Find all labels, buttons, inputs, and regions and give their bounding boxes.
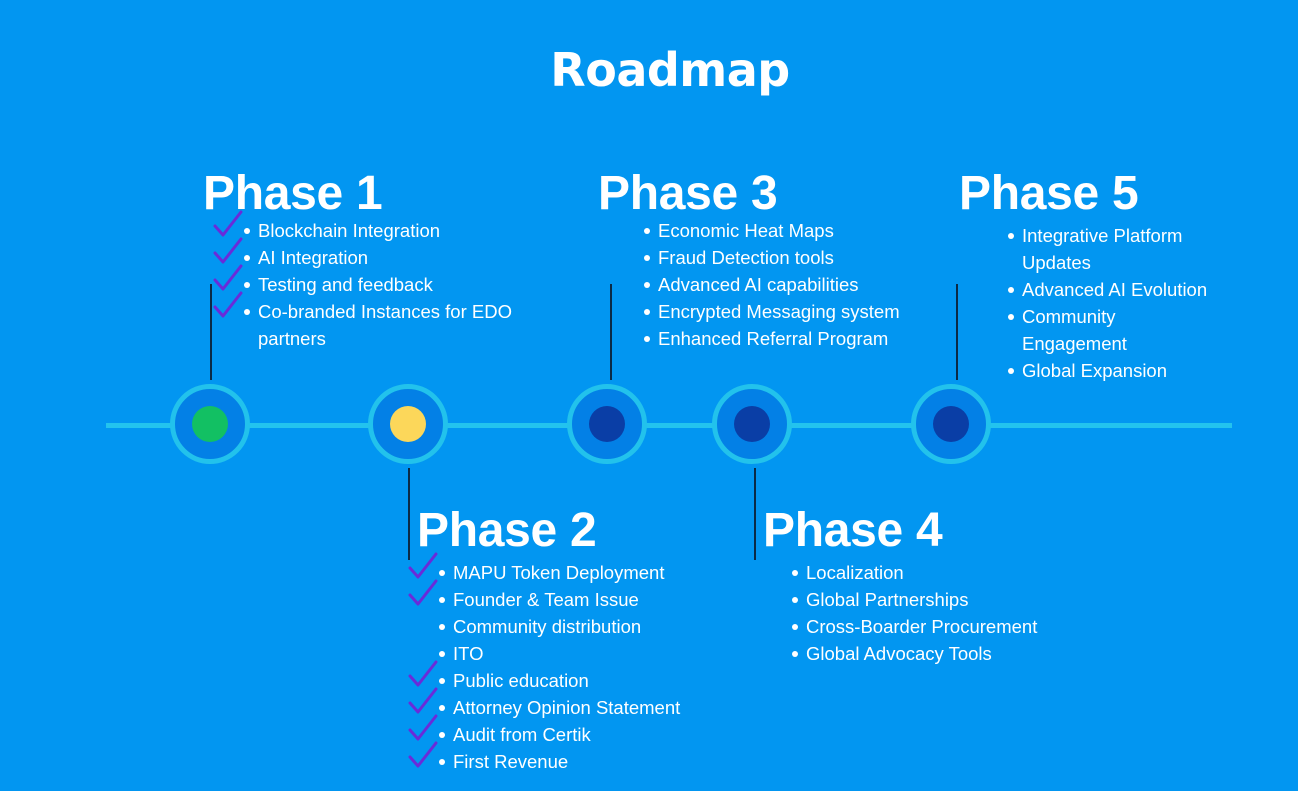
list-item-label: Public education (453, 670, 589, 691)
timeline-node-phase-5 (911, 384, 991, 464)
check-icon (408, 741, 438, 768)
list-item-label: Blockchain Integration (258, 220, 441, 241)
list-item: First Revenue (408, 741, 729, 775)
list-item: Audit from Certik (408, 714, 729, 748)
list-item-label: Attorney Opinion Statement (453, 697, 681, 718)
timeline-node-phase-2 (368, 384, 448, 464)
list-item-label: Co-branded Instances for EDO partners (258, 301, 512, 349)
status-dot (589, 406, 625, 442)
connector-phase-5 (956, 284, 958, 380)
list-item: Testing and feedback (213, 264, 534, 298)
list-item: Community distribution (439, 613, 729, 640)
check-icon (408, 552, 438, 579)
list-item-label: Community distribution (453, 616, 642, 637)
status-dot (390, 406, 426, 442)
list-item-label: Testing and feedback (258, 274, 433, 295)
list-item: ITO (439, 640, 729, 667)
list-item: Advanced AI capabilities (644, 271, 914, 298)
list-item: Global Expansion (1008, 357, 1208, 384)
list-item-label: Encrypted Messaging system (658, 301, 900, 322)
list-item: Founder & Team Issue (408, 579, 729, 613)
list-item: Cross-Boarder Procurement (792, 613, 1082, 640)
list-item-label: Integrative Platform Updates (1022, 225, 1183, 273)
list-item-label: Audit from Certik (453, 724, 591, 745)
list-item: Global Partnerships (792, 586, 1082, 613)
list-item-label: Global Partnerships (806, 589, 969, 610)
connector-phase-4 (754, 468, 756, 560)
list-item-label: Community Engagement (1022, 306, 1127, 354)
list-item-label: Advanced AI Evolution (1022, 279, 1208, 300)
list-item-label: First Revenue (453, 751, 569, 772)
check-icon (408, 660, 438, 687)
list-item-label: Founder & Team Issue (453, 589, 639, 610)
check-icon (213, 210, 243, 237)
status-dot (933, 406, 969, 442)
list-item: Global Advocacy Tools (792, 640, 1082, 667)
list-item-label: AI Integration (258, 247, 369, 268)
phase-4-title: Phase 4 (763, 504, 943, 557)
list-item: MAPU Token Deployment (408, 552, 729, 586)
list-item-label: Global Expansion (1022, 360, 1168, 381)
list-item-label: Localization (806, 562, 904, 583)
list-item: Co-branded Instances for EDO partners (213, 291, 534, 352)
check-icon (213, 264, 243, 291)
list-item-label: Global Advocacy Tools (806, 643, 992, 664)
list-item-label: Advanced AI capabilities (658, 274, 859, 295)
list-item: Enhanced Referral Program (644, 325, 914, 352)
page-title: Roadmap (550, 43, 790, 97)
timeline-node-phase-3 (567, 384, 647, 464)
timeline-node-phase-1 (170, 384, 250, 464)
connector-phase-3 (610, 284, 612, 380)
timeline-node-phase-4 (712, 384, 792, 464)
connector-phase-2 (408, 468, 410, 560)
status-dot (734, 406, 770, 442)
phase-1-title: Phase 1 (203, 167, 383, 220)
list-item: Public education (408, 660, 729, 694)
list-item-label: Fraud Detection tools (658, 247, 834, 268)
timeline-line (106, 423, 1232, 428)
phase-3-title: Phase 3 (598, 167, 778, 220)
list-item: Blockchain Integration (213, 210, 534, 244)
check-icon (213, 237, 243, 264)
list-item: Encrypted Messaging system (644, 298, 914, 325)
status-dot (192, 406, 228, 442)
check-icon (408, 687, 438, 714)
phase-5-title: Phase 5 (959, 167, 1139, 220)
check-icon (213, 291, 243, 318)
list-item-label: Economic Heat Maps (658, 220, 834, 241)
list-item: Economic Heat Maps (644, 217, 914, 244)
phase-2-title: Phase 2 (417, 504, 597, 557)
list-item-label: Cross-Boarder Procurement (806, 616, 1038, 637)
list-item-label: ITO (453, 643, 484, 664)
list-item: Integrative Platform Updates (1008, 222, 1208, 276)
connector-phase-1 (210, 284, 212, 380)
list-item: Community Engagement (1008, 303, 1208, 357)
check-icon (408, 714, 438, 741)
list-item: Advanced AI Evolution (1008, 276, 1208, 303)
list-item: Localization (792, 559, 1082, 586)
list-item: AI Integration (213, 237, 534, 271)
list-item-label: MAPU Token Deployment (453, 562, 665, 583)
list-item: Attorney Opinion Statement (408, 687, 729, 721)
list-item: Fraud Detection tools (644, 244, 914, 271)
check-icon (408, 579, 438, 606)
list-item-label: Enhanced Referral Program (658, 328, 889, 349)
